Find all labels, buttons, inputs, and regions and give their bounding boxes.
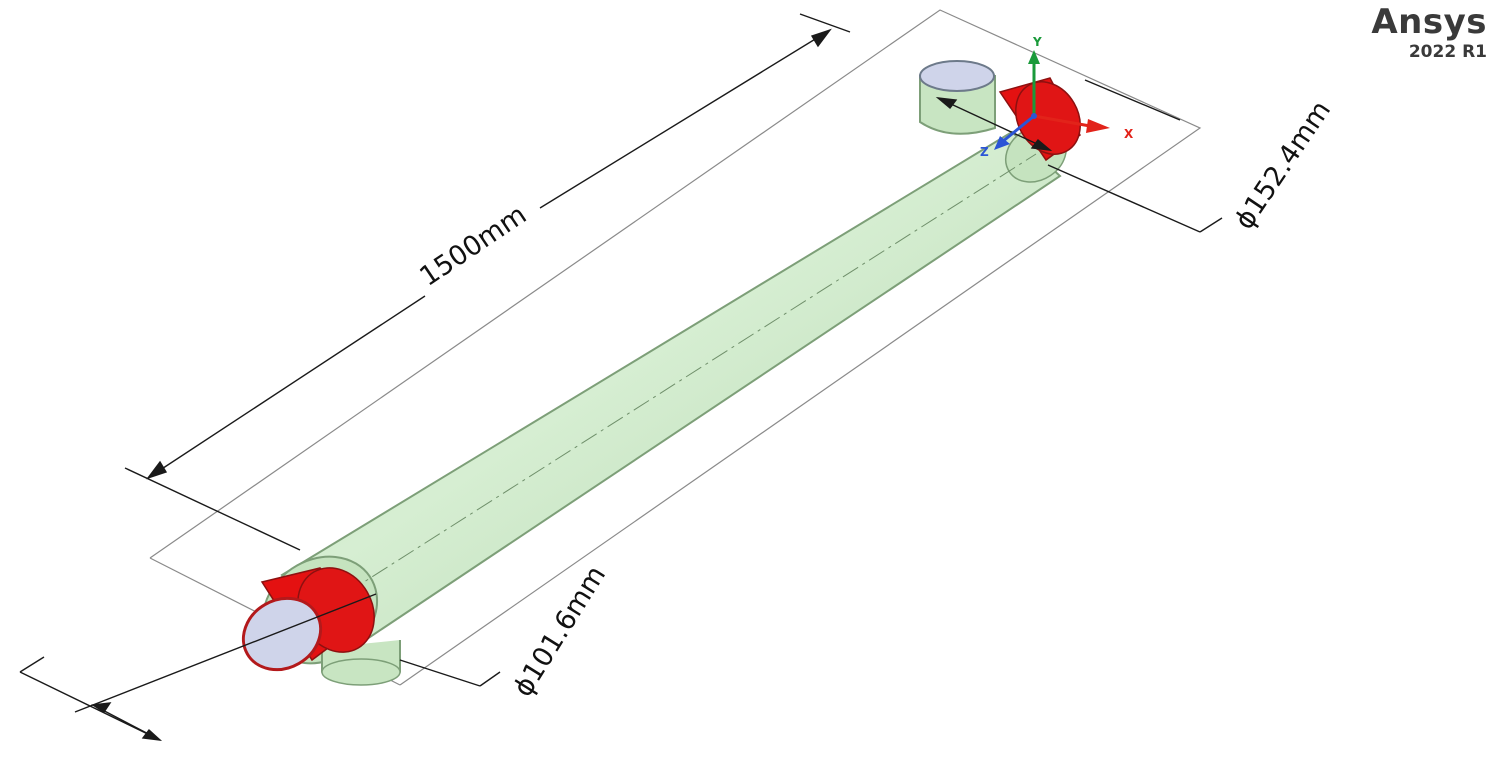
- x-axis-line: [1033, 114, 1091, 128]
- x-axis-arrow: [1086, 119, 1110, 133]
- y-axis-label: Y: [1032, 35, 1042, 49]
- length-label: 1500mm: [414, 199, 532, 293]
- inlet-diameter-label: ϕ101.6mm: [508, 561, 613, 703]
- outlet-diameter-label: ϕ152.4mm: [1229, 95, 1337, 235]
- length-dimension: [124, 13, 851, 551]
- coordinate-triad: Y X Z: [980, 35, 1134, 159]
- z-axis-arrow: [994, 136, 1010, 150]
- product-name: Ansys: [1371, 2, 1487, 42]
- z-axis-line: [1001, 114, 1035, 144]
- triad-origin: [1031, 113, 1037, 119]
- x-axis-label: X: [1124, 127, 1134, 141]
- ansys-logo: Ansys 2022 R1: [1371, 4, 1487, 62]
- product-version: 2022 R1: [1408, 42, 1487, 62]
- outlet-diameter-dimension: [935, 79, 1223, 233]
- z-axis-label: Z: [980, 145, 989, 159]
- top-nozzle[interactable]: [919, 60, 996, 135]
- outlet-tube[interactable]: [998, 70, 1093, 166]
- inlet-diameter-dimension: [19, 593, 501, 741]
- y-axis-arrow: [1028, 50, 1040, 64]
